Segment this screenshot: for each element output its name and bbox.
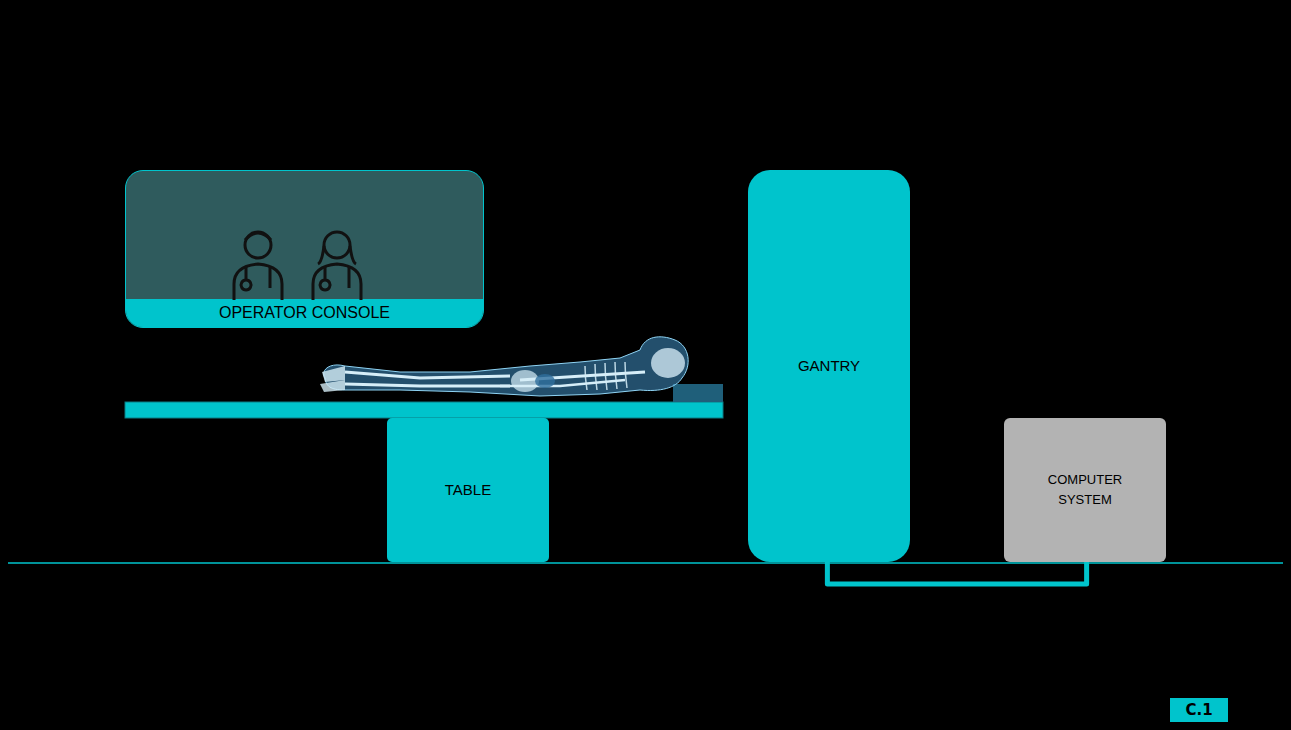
computer-box: COMPUTER SYSTEM [1004,418,1166,562]
cable-connector [827,562,1086,584]
floor-line [8,562,1283,564]
operator-console: OPERATOR CONSOLE [125,170,484,328]
console-band: OPERATOR CONSOLE [126,299,483,327]
table-box: TABLE [387,418,549,562]
head-rest [673,384,723,402]
node-label: COMPUTER SYSTEM [1037,470,1133,510]
node-label: OPERATOR CONSOLE [219,303,390,323]
gantry-box: GANTRY [748,170,910,562]
node-label: GANTRY [798,356,860,376]
patient-figure [320,337,688,396]
table-top [125,402,723,418]
figure-badge: C.1 [1170,698,1228,722]
node-label: TABLE [445,480,491,500]
